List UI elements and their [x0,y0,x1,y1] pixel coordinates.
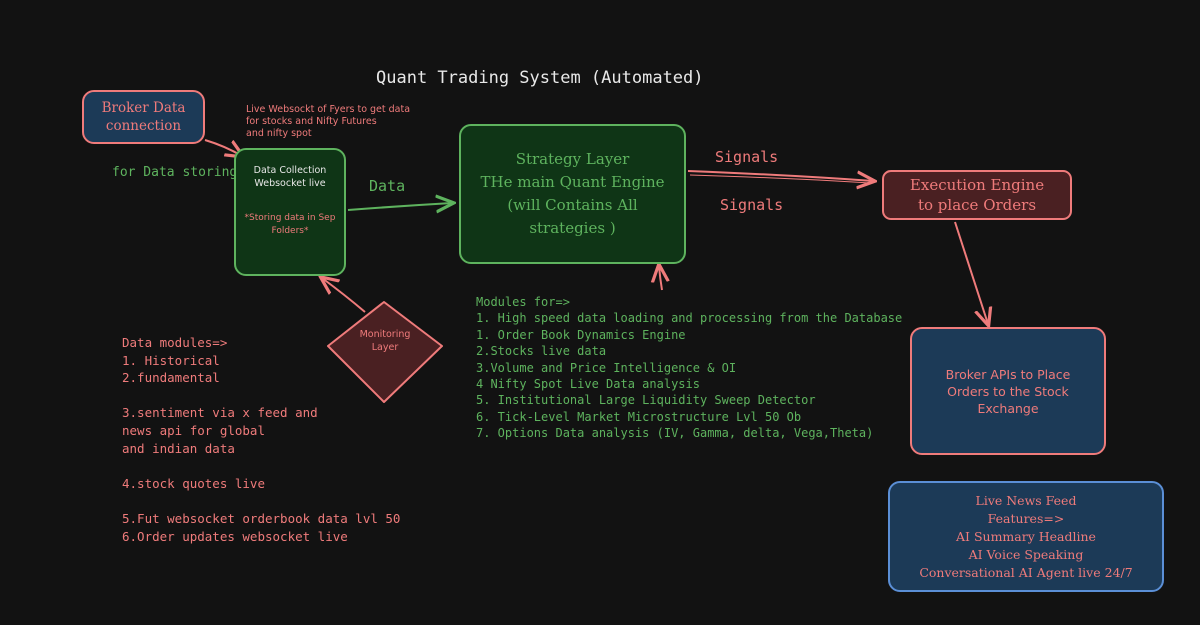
execution-engine-label: Execution Engine to place Orders [909,176,1045,214]
arrow-execution-to-broker-apis [954,221,988,324]
data-storing-label: for Data storing [112,165,238,180]
arrow-monitoring-to-collection [322,278,366,313]
websocket-note: Live Websockt of Fyers to get data for s… [246,104,411,139]
execution-engine-node[interactable]: Execution Engine to place Orders [882,170,1072,220]
data-collection-note: *Storing data in Sep Folders* [244,213,336,236]
strategy-layer-node[interactable]: Strategy Layer THe main Quant Engine (wi… [459,124,686,264]
arrow-strategy-to-execution [687,170,873,181]
data-collection-node[interactable]: Data Collection Websocket live *Storing … [234,148,346,276]
news-feed-label: Live News Feed Features=> AI Summary Hea… [919,492,1133,580]
strategy-layer-label: Strategy Layer THe main Quant Engine (wi… [480,150,665,237]
signals-label-bottom: Signals [720,196,784,214]
signals-label-top: Signals [715,148,779,166]
modules-for-list: Modules for=> 1. High speed data loading… [476,295,903,441]
diamond-shape [327,301,443,403]
data-collection-title: Data Collection Websocket live [253,165,327,189]
data-arrow-label: Data [369,177,406,195]
broker-apis-label: Broker APIs to Place Orders to the Stock… [945,366,1071,416]
arrow-modules-to-strategy [659,266,662,291]
broker-apis-node[interactable]: Broker APIs to Place Orders to the Stock… [910,327,1106,455]
arrow-collection-to-strategy [347,203,452,210]
news-feed-node[interactable]: Live News Feed Features=> AI Summary Hea… [888,481,1164,592]
monitoring-layer-label: Monitoring Layer [359,329,411,353]
broker-data-node[interactable]: Broker Data connection [82,90,205,144]
data-modules-list: Data modules=> 1. Historical 2.fundament… [122,335,401,544]
diagram-title: Quant Trading System (Automated) [376,68,704,88]
broker-data-label: Broker Data connection [101,100,186,134]
monitoring-layer-node[interactable]: Monitoring Layer [326,300,444,404]
